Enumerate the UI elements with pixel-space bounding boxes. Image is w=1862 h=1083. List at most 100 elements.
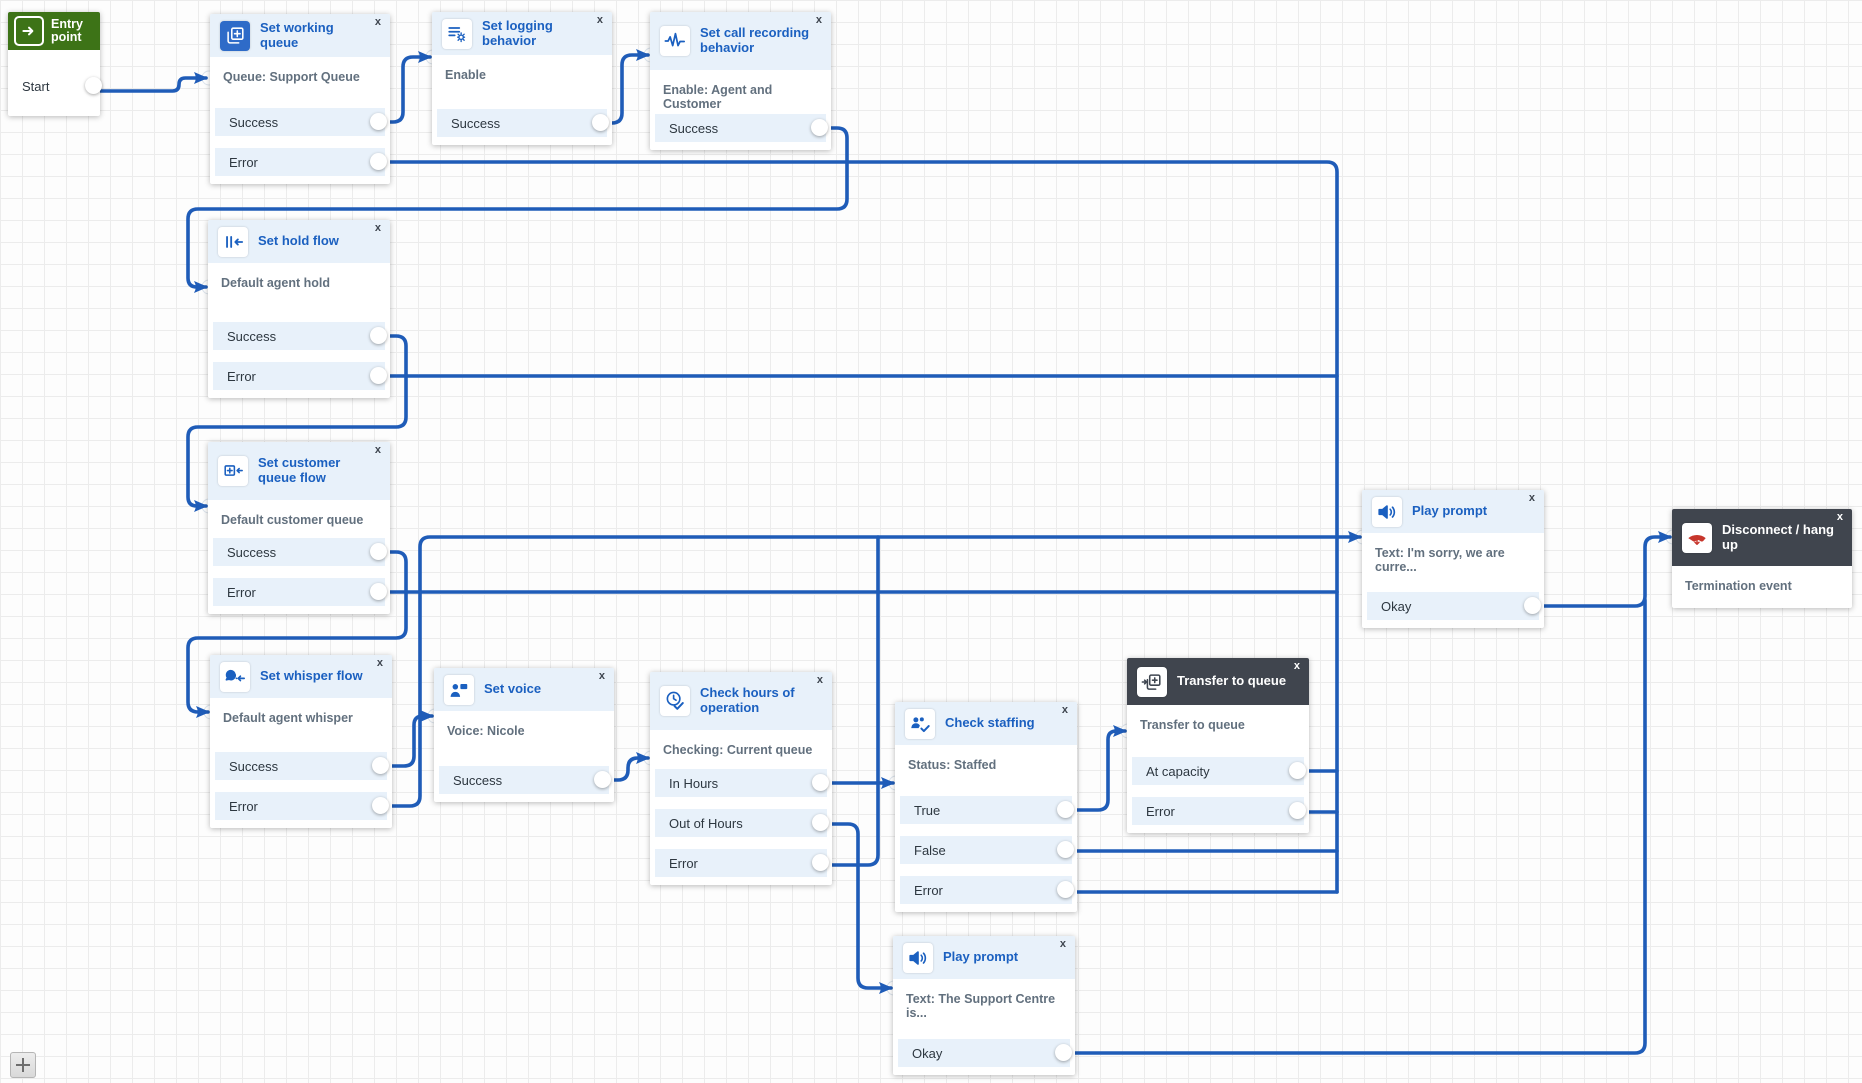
- wire-start-to-set-working-queue: [86, 72, 208, 93]
- output-port[interactable]: [370, 543, 387, 560]
- node-title: Set customer queue flow: [258, 455, 341, 485]
- close-icon[interactable]: x: [1528, 492, 1535, 504]
- node-title: Set whisper flow: [260, 668, 363, 684]
- add-block-button[interactable]: [10, 1052, 36, 1078]
- close-icon[interactable]: x: [374, 444, 381, 456]
- output-row-success: Success: [215, 752, 389, 780]
- close-icon[interactable]: x: [1836, 511, 1843, 523]
- node-header[interactable]: Set whisper flow x: [210, 655, 392, 698]
- output-row-success: Success: [215, 108, 387, 136]
- node-summary: Text: I'm sorry, we are curre...: [1375, 546, 1505, 574]
- start-output-port[interactable]: [85, 77, 102, 94]
- output-port[interactable]: [372, 797, 389, 814]
- node-title: Transfer to queue: [1177, 673, 1287, 689]
- output-port[interactable]: [370, 367, 387, 384]
- transfer-queue-icon: [1137, 666, 1167, 697]
- output-row-error: Error: [213, 362, 387, 390]
- wire-play-prompt-sorry.okay-to-disconnect-hang-up: [1530, 531, 1672, 608]
- output-label: At capacity: [1146, 763, 1210, 779]
- output-port[interactable]: [370, 153, 387, 170]
- close-icon[interactable]: x: [1061, 704, 1068, 716]
- output-label: False: [914, 842, 946, 858]
- close-icon[interactable]: x: [598, 670, 605, 682]
- output-port[interactable]: [1289, 762, 1306, 779]
- start-node[interactable]: Start: [8, 72, 102, 100]
- output-port[interactable]: [812, 814, 829, 831]
- output-row-error: Error: [655, 849, 829, 877]
- close-icon[interactable]: x: [1059, 938, 1066, 950]
- close-icon[interactable]: x: [815, 14, 822, 26]
- output-port[interactable]: [1057, 801, 1074, 818]
- close-icon[interactable]: x: [596, 14, 603, 26]
- whisper-flow-icon: [220, 661, 250, 692]
- output-port[interactable]: [1524, 597, 1541, 614]
- close-icon[interactable]: x: [374, 16, 381, 28]
- output-row-success: Success: [213, 538, 387, 566]
- node-title: Disconnect / hang up: [1722, 521, 1834, 552]
- output-row-error: Error: [900, 876, 1074, 904]
- close-icon[interactable]: x: [1293, 660, 1300, 672]
- plus-icon: [22, 1058, 24, 1072]
- output-port[interactable]: [1057, 881, 1074, 898]
- close-icon[interactable]: x: [374, 222, 381, 234]
- close-icon[interactable]: x: [816, 674, 823, 686]
- close-icon[interactable]: x: [376, 657, 383, 669]
- output-label: Error: [227, 584, 256, 600]
- output-row-error: Error: [215, 792, 389, 820]
- output-row-success: Success: [655, 114, 828, 142]
- phone-down-icon: [1682, 522, 1712, 553]
- output-port[interactable]: [372, 757, 389, 774]
- output-port[interactable]: [1057, 841, 1074, 858]
- output-row-error: Error: [213, 578, 387, 606]
- output-port[interactable]: [594, 771, 611, 788]
- output-label: Success: [227, 328, 277, 344]
- output-label: Error: [229, 154, 258, 170]
- customer-queue-flow-icon: [218, 456, 248, 486]
- entry-point-card[interactable]: Entry point Start: [8, 12, 102, 116]
- output-row-false: False: [900, 836, 1074, 864]
- output-port[interactable]: [812, 774, 829, 791]
- output-port[interactable]: [592, 114, 609, 131]
- output-port[interactable]: [811, 119, 828, 136]
- output-port[interactable]: [1055, 1044, 1072, 1061]
- voice-icon: [444, 674, 474, 705]
- node-header[interactable]: Set customer queue flow x: [208, 442, 390, 500]
- node-header[interactable]: Transfer to queue x: [1127, 658, 1309, 705]
- output-port[interactable]: [370, 583, 387, 600]
- output-port[interactable]: [1289, 802, 1306, 819]
- output-port[interactable]: [370, 327, 387, 344]
- output-rows: Success: [437, 109, 609, 137]
- output-port[interactable]: [812, 854, 829, 871]
- speaker-icon: [903, 942, 933, 973]
- output-row-at-capacity: At capacity: [1132, 757, 1306, 785]
- output-port[interactable]: [370, 113, 387, 130]
- output-rows: Okay: [898, 1039, 1072, 1067]
